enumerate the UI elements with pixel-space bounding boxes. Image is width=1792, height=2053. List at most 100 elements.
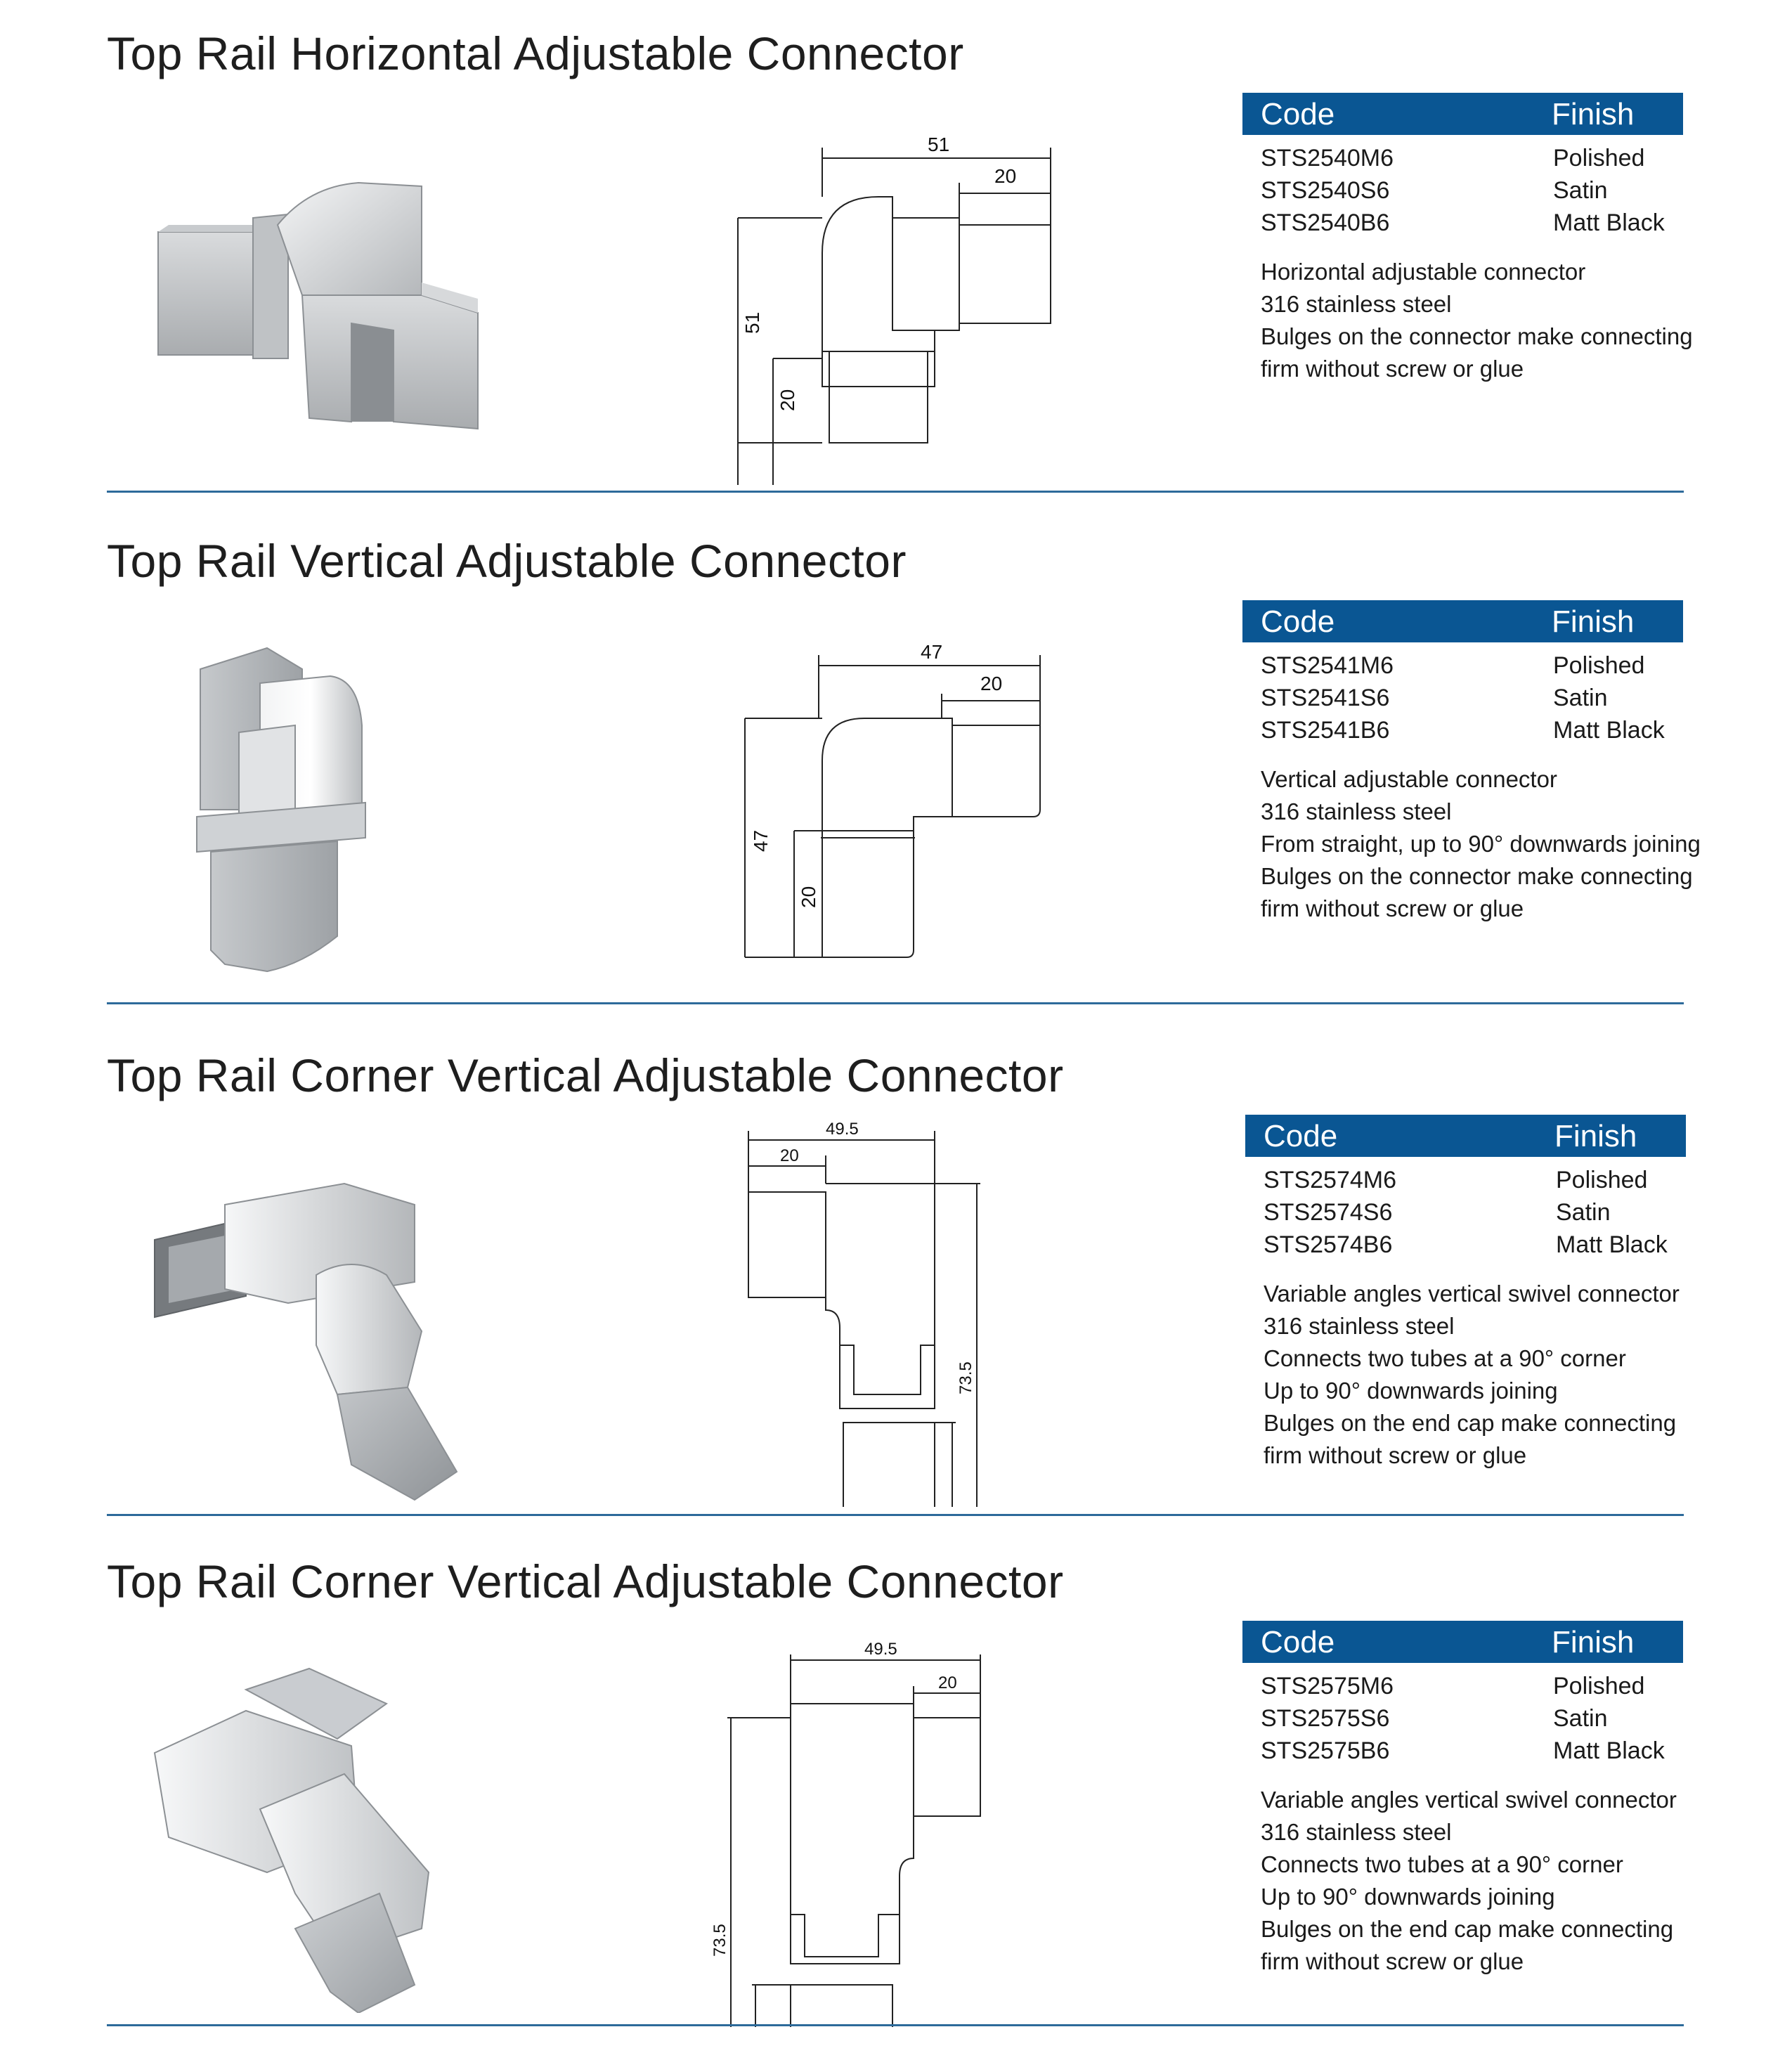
row-code: STS2540M6 <box>1261 145 1394 171</box>
description-line: 316 stainless steel <box>1261 798 1452 824</box>
dim-tube2-label: 20 <box>798 886 819 908</box>
product-section-corner-vertical-a: Top Rail Corner Vertical Adjustable Conn… <box>0 1022 1792 1531</box>
product-section-horizontal: Top Rail Horizontal Adjustable Connector <box>0 0 1792 510</box>
description-line: Bulges on the connector make connecting <box>1261 863 1693 889</box>
product-description: Horizontal adjustable connector 316 stai… <box>1242 256 1693 385</box>
description-line: firm without screw or glue <box>1261 1948 1524 1974</box>
table-header: Code Finish <box>1242 93 1683 135</box>
row-finish: Matt Black <box>1553 1737 1665 1764</box>
row-finish: Satin <box>1553 177 1608 204</box>
dim-width-label: 47 <box>921 641 942 663</box>
product-photo <box>153 1667 430 2013</box>
product-section-vertical: Top Rail Vertical Adjustable Connector <box>0 507 1792 1017</box>
section-divider <box>107 1514 1684 1516</box>
section-divider <box>107 2024 1684 2026</box>
row-code: STS2574S6 <box>1264 1199 1393 1226</box>
description-line: Bulges on the end cap make connecting <box>1261 1916 1674 1942</box>
description-line: Horizontal adjustable connector <box>1261 259 1586 285</box>
row-finish: Polished <box>1553 145 1645 171</box>
dim-width-label: 51 <box>928 134 949 155</box>
table-row: STS2575B6 Matt Black <box>1242 1737 1683 1770</box>
row-finish: Matt Black <box>1553 717 1665 744</box>
dim-tube-label: 20 <box>780 1146 799 1165</box>
dim-tube-label: 20 <box>938 1673 957 1692</box>
dim-height-label: 51 <box>741 312 763 334</box>
row-finish: Polished <box>1556 1167 1648 1193</box>
description-line: Up to 90° downwards joining <box>1261 1884 1555 1910</box>
product-description: Variable angles vertical swivel connecto… <box>1245 1278 1686 1472</box>
header-finish: Finish <box>1552 97 1635 131</box>
dim-height-label: 47 <box>750 830 772 852</box>
section-title: Top Rail Horizontal Adjustable Connector <box>107 27 964 79</box>
row-finish: Satin <box>1556 1199 1611 1226</box>
section-title: Top Rail Corner Vertical Adjustable Conn… <box>107 1049 1064 1101</box>
product-photo <box>196 647 366 973</box>
description-line: firm without screw or glue <box>1261 356 1524 382</box>
product-section-corner-vertical-b: Top Rail Corner Vertical Adjustable Conn… <box>0 1528 1792 2038</box>
section-divider <box>107 491 1684 493</box>
dimension-drawing: 47 20 47 20 <box>744 641 1041 958</box>
table-row: STS2540B6 Matt Black <box>1242 209 1683 242</box>
row-code: STS2575B6 <box>1261 1737 1390 1764</box>
description-line: firm without screw or glue <box>1264 1442 1527 1468</box>
table-row: STS2574S6 Satin <box>1245 1199 1686 1231</box>
row-finish: Polished <box>1553 652 1645 679</box>
dim-tube-label: 20 <box>994 165 1016 187</box>
product-description: Variable angles vertical swivel connecto… <box>1242 1784 1683 1978</box>
header-finish: Finish <box>1554 1119 1637 1153</box>
product-photo <box>154 1182 458 1501</box>
row-finish: Polished <box>1553 1673 1645 1699</box>
description-line: Variable angles vertical swivel connecto… <box>1264 1281 1680 1307</box>
description-line: From straight, up to 90° downwards joini… <box>1261 831 1701 857</box>
section-divider <box>107 1002 1684 1004</box>
row-code: STS2541M6 <box>1261 652 1394 679</box>
header-code: Code <box>1261 604 1335 639</box>
dim-tube2-label: 20 <box>777 389 798 411</box>
row-finish: Matt Black <box>1553 209 1665 236</box>
product-photo <box>157 181 479 430</box>
dim-tube-label: 20 <box>980 673 1002 694</box>
description-line: firm without screw or glue <box>1261 895 1524 921</box>
row-code: STS2574M6 <box>1264 1167 1396 1193</box>
row-code: STS2540S6 <box>1261 177 1390 204</box>
description-line: Bulges on the end cap make connecting <box>1264 1410 1677 1436</box>
dimension-drawing: 51 20 51 20 <box>737 134 1051 485</box>
dim-width-label: 49.5 <box>826 1120 859 1139</box>
row-code: STS2574B6 <box>1264 1231 1393 1258</box>
table-header: Code Finish <box>1242 600 1683 642</box>
description-line: 316 stainless steel <box>1261 1819 1452 1845</box>
description-line: Up to 90° downwards joining <box>1264 1378 1558 1404</box>
row-finish: Satin <box>1553 1705 1608 1732</box>
header-code: Code <box>1264 1119 1338 1153</box>
table-row: STS2540S6 Satin <box>1242 177 1683 209</box>
dimension-drawing: 49.5 20 73.5 20 <box>748 1120 980 1507</box>
header-finish: Finish <box>1552 1625 1635 1659</box>
section-title: Top Rail Corner Vertical Adjustable Conn… <box>107 1555 1064 1607</box>
description-line: 316 stainless steel <box>1261 291 1452 317</box>
description-line: Connects two tubes at a 90° corner <box>1261 1851 1623 1877</box>
row-code: STS2575S6 <box>1261 1705 1390 1732</box>
table-header: Code Finish <box>1245 1115 1686 1157</box>
description-line: Bulges on the connector make connecting <box>1261 323 1693 349</box>
header-code: Code <box>1261 1625 1335 1659</box>
header-code: Code <box>1261 97 1335 131</box>
description-line: 316 stainless steel <box>1264 1313 1455 1339</box>
row-code: STS2540B6 <box>1261 209 1390 236</box>
product-description: Vertical adjustable connector 316 stainl… <box>1242 763 1701 925</box>
table-row: STS2574M6 Polished <box>1245 1167 1686 1199</box>
table-row: STS2541B6 Matt Black <box>1242 717 1683 749</box>
section-title: Top Rail Vertical Adjustable Connector <box>107 535 907 587</box>
dim-height-label: 73.5 <box>956 1361 975 1394</box>
dim-width-label: 49.5 <box>864 1640 897 1659</box>
row-code: STS2541B6 <box>1261 717 1390 744</box>
description-line: Connects two tubes at a 90° corner <box>1264 1345 1626 1371</box>
dim-height-label: 73.5 <box>710 1924 729 1957</box>
table-row: STS2575S6 Satin <box>1242 1705 1683 1737</box>
